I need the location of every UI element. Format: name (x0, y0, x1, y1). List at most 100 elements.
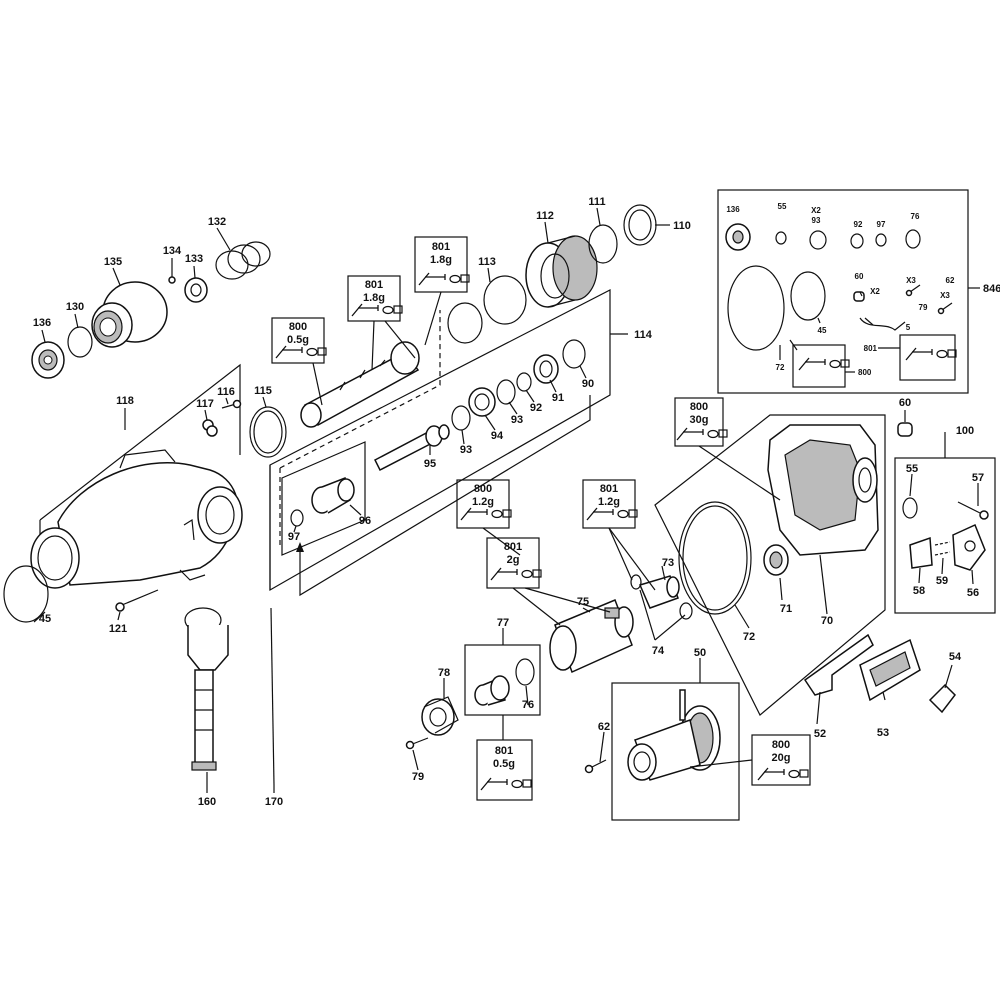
label-58: 58 (913, 585, 925, 597)
lube-qty-text: 20g (772, 752, 791, 764)
part-78-clamp (421, 696, 459, 736)
part-97-ring (290, 509, 304, 527)
part-93-ring-b (496, 379, 516, 405)
label-160: 160 (198, 796, 216, 808)
kit-93-ring (809, 230, 827, 250)
return-arrow (296, 395, 591, 597)
label-62: 62 (598, 721, 610, 733)
lube-code-text: 800 (474, 483, 492, 495)
label-52: 52 (814, 728, 826, 740)
label-116: 116 (217, 386, 235, 398)
part-54-knob (928, 683, 956, 714)
lube-box-801-1-8g-a: 801 1.8g (347, 275, 403, 322)
part-57-screw (957, 501, 989, 520)
label-59: 59 (936, 575, 948, 587)
kit-76-ring (905, 229, 921, 249)
part-50-crank (627, 689, 721, 781)
kit-801-grease-box (899, 334, 957, 381)
part-70-motor-housing (767, 424, 879, 556)
part-160-side-handle (184, 607, 229, 771)
label-111: 111 (588, 196, 605, 208)
part-53-switch (859, 638, 921, 702)
kit-label-72: 72 (776, 363, 785, 372)
dashed-group (279, 310, 441, 548)
label-93a: 93 (460, 444, 472, 456)
part-115-o-ring (249, 406, 287, 458)
kit-label-76: 76 (911, 212, 920, 221)
label-114: 114 (634, 329, 653, 341)
lube-box-801-0-5g: 801 0.5g (476, 739, 533, 801)
part-77-bushing (474, 675, 510, 706)
part-45-o-ring-left (3, 565, 49, 623)
part-132-springs (215, 241, 271, 280)
label-73: 73 (662, 557, 674, 569)
lube-qty-text: 0.5g (287, 334, 309, 346)
kit-label-97: 97 (877, 220, 886, 229)
label-134: 134 (163, 245, 182, 257)
part-170-depth-rod (270, 607, 275, 786)
part-62-screw (584, 759, 607, 774)
label-132: 132 (208, 216, 226, 228)
kit-label-60: 60 (855, 272, 864, 281)
kit-136-seal (725, 223, 751, 251)
label-72: 72 (743, 631, 755, 643)
label-846: 846 (983, 283, 1000, 295)
lube-code-text: 801 (432, 241, 450, 253)
label-133: 133 (185, 253, 203, 265)
lube-code-text: 800 (772, 739, 790, 751)
kit-label-92: 92 (854, 220, 863, 229)
part-91-sleeve (533, 354, 559, 384)
label-70: 70 (821, 615, 833, 627)
kit-label-x2b: X2 (870, 287, 880, 296)
kit-5-wire (859, 317, 906, 331)
part-59-springs (934, 541, 951, 556)
part-116-screw (221, 399, 242, 409)
label-113: 113 (478, 256, 496, 268)
label-135: 135 (104, 256, 122, 268)
kit-label-136: 136 (726, 205, 740, 214)
kit-label-x3b: X3 (940, 291, 950, 300)
kit-label-x3: X3 (906, 276, 916, 285)
label-78: 78 (438, 667, 450, 679)
lube-code-text: 801 (504, 541, 522, 553)
label-95: 95 (424, 458, 436, 470)
label-60: 60 (899, 397, 911, 409)
part-113-o-rings (447, 275, 527, 344)
part-117-nut (202, 419, 218, 437)
part-75-tube (549, 599, 634, 674)
kit-846-box (717, 189, 980, 394)
kit-45-o-ring (790, 271, 826, 321)
label-115: 115 (254, 385, 272, 397)
lube-qty-text: 1.8g (430, 254, 452, 266)
part-number-labels: 136 130 135 134 133 132 118 117 116 115 … (33, 196, 1000, 808)
label-97: 97 (288, 531, 300, 543)
part-52-bracket (803, 633, 874, 696)
lube-qty-text: 1.8g (363, 292, 385, 304)
part-136-seal (31, 341, 65, 379)
label-96: 96 (359, 515, 371, 527)
label-136: 136 (33, 317, 51, 329)
label-91: 91 (552, 392, 564, 404)
part-135-chuck-sleeve (91, 281, 168, 348)
part-96-box (281, 441, 366, 556)
label-170: 170 (265, 796, 283, 808)
label-54: 54 (949, 651, 962, 663)
kit-label-800: 800 (858, 368, 872, 377)
label-74: 74 (652, 645, 665, 657)
kit-labels: 136 55 X2 93 92 97 76 60 X2 X3 79 62 X3 … (726, 202, 955, 377)
label-77: 77 (497, 617, 509, 629)
lube-box-801-1-2g: 801 1.2g (582, 479, 638, 529)
kit-label-55: 55 (778, 202, 787, 211)
label-92: 92 (530, 402, 542, 414)
label-121: 121 (109, 623, 127, 635)
part-118-gear-housing (30, 363, 243, 589)
lube-qty-text: 0.5g (493, 758, 515, 770)
part-110-ring (623, 204, 657, 246)
label-57: 57 (972, 472, 984, 484)
label-53: 53 (877, 727, 889, 739)
part-95-pin (374, 424, 450, 472)
label-93b: 93 (511, 414, 523, 426)
kit-label-93: 93 (812, 216, 821, 225)
leader-lines (33, 207, 979, 793)
